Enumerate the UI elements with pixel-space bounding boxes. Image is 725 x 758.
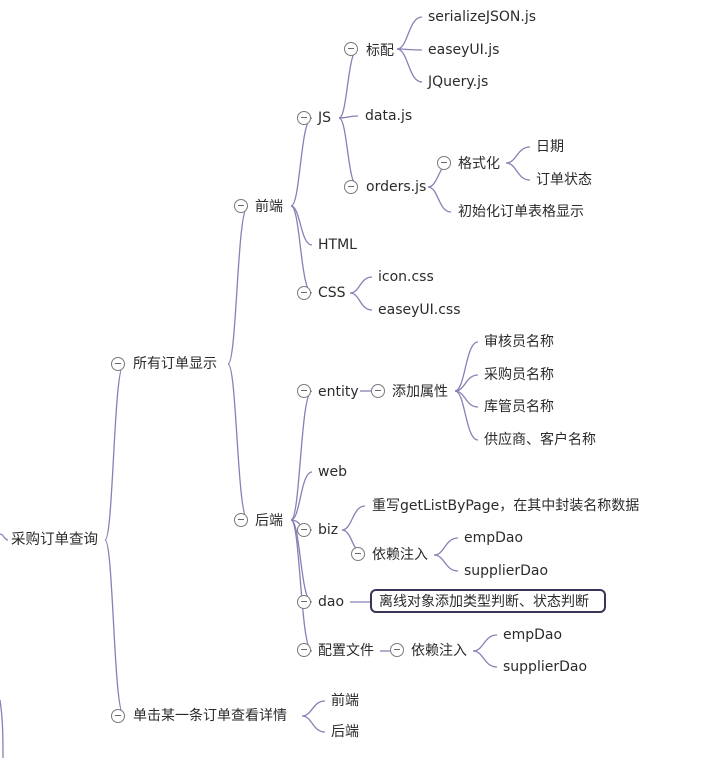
- node-supplier-customer[interactable]: 供应商、客户名称: [484, 432, 596, 448]
- node-all-orders[interactable]: 所有订单显示: [133, 356, 217, 372]
- edge-js-2: [338, 117, 359, 188]
- collapse-toggle-entity[interactable]: [297, 384, 311, 398]
- node-easyui-js[interactable]: easeyUI.js: [428, 42, 500, 58]
- node-data-js[interactable]: data.js: [365, 108, 413, 124]
- node-js[interactable]: JS: [318, 110, 332, 126]
- edge-orders-js-1: [427, 186, 452, 213]
- edge-all-orders-0: [227, 205, 249, 365]
- node-format[interactable]: 格式化: [458, 156, 500, 172]
- edge-biz-di-0: [433, 537, 459, 556]
- edge-standard-2: [396, 48, 423, 83]
- node-dao[interactable]: dao: [318, 594, 345, 610]
- edge-format-0: [505, 146, 531, 164]
- edge-front-0: [290, 117, 313, 207]
- edge-all-orders-1: [227, 363, 249, 521]
- node-order-status[interactable]: 订单状态: [536, 172, 592, 188]
- collapse-toggle-back[interactable]: [234, 513, 248, 527]
- node-init-table[interactable]: 初始化订单表格显示: [458, 204, 584, 220]
- edge-add-attr-0: [454, 341, 479, 392]
- node-date[interactable]: 日期: [536, 139, 564, 155]
- node-orders-js[interactable]: orders.js: [366, 179, 427, 195]
- edge-config-di-1: [472, 650, 498, 668]
- node-config-di[interactable]: 依赖注入: [411, 643, 467, 659]
- node-dao-note[interactable]: 离线对象添加类型判断、状态判断: [379, 594, 589, 610]
- node-biz-di[interactable]: 依赖注入: [372, 547, 428, 563]
- node-html[interactable]: HTML: [318, 237, 357, 253]
- edge-left-tail: [0, 699, 4, 758]
- node-config-supplier[interactable]: supplierDao: [503, 659, 588, 675]
- node-config-emp[interactable]: empDao: [503, 627, 563, 643]
- edge-back-4: [290, 519, 313, 652]
- node-keeper[interactable]: 库管员名称: [484, 399, 554, 415]
- collapse-toggle-css[interactable]: [297, 286, 311, 300]
- node-biz-supplier[interactable]: supplierDao: [464, 563, 549, 579]
- edge-back-0: [290, 390, 313, 521]
- collapse-toggle-config-di[interactable]: [390, 643, 404, 657]
- edge-front-1: [290, 205, 313, 246]
- node-config[interactable]: 配置文件: [318, 643, 374, 659]
- node-single-detail[interactable]: 单击某一条订单查看详情: [133, 708, 287, 724]
- edge-add-attr-3: [454, 390, 479, 441]
- node-root[interactable]: 采购订单查询: [11, 532, 98, 548]
- collapse-toggle-biz[interactable]: [297, 523, 311, 537]
- collapse-toggle-orders-js[interactable]: [344, 180, 358, 194]
- highlight-box: [370, 589, 606, 613]
- collapse-toggle-js[interactable]: [297, 111, 311, 125]
- edge-root-0: [104, 363, 125, 541]
- collapse-toggle-dao[interactable]: [297, 595, 311, 609]
- edge-biz-0: [341, 505, 366, 531]
- edge-js-0: [338, 48, 359, 119]
- node-rewrite[interactable]: 重写getListByPage，在其中封装名称数据: [372, 498, 640, 514]
- node-standard[interactable]: 标配: [366, 43, 394, 59]
- edge-single-detail-0: [301, 700, 326, 717]
- collapse-toggle-single-detail[interactable]: [111, 709, 125, 723]
- node-detail-front[interactable]: 前端: [331, 693, 359, 709]
- node-entity[interactable]: entity: [318, 384, 359, 400]
- node-buyer[interactable]: 采购员名称: [484, 367, 554, 383]
- collapse-toggle-biz-di[interactable]: [351, 547, 365, 561]
- collapse-toggle-config[interactable]: [297, 643, 311, 657]
- node-front[interactable]: 前端: [255, 199, 283, 215]
- edge-js-1: [338, 115, 359, 119]
- node-web[interactable]: web: [318, 464, 347, 480]
- node-biz[interactable]: biz: [318, 522, 339, 538]
- edge-front-2: [290, 205, 313, 294]
- edge-standard-0: [396, 16, 423, 50]
- collapse-toggle-front[interactable]: [234, 199, 248, 213]
- node-biz-emp[interactable]: empDao: [464, 530, 524, 546]
- node-css[interactable]: CSS: [318, 285, 346, 301]
- edge-biz-di-1: [433, 554, 459, 572]
- node-add-attr[interactable]: 添加属性: [392, 384, 448, 400]
- node-auditor[interactable]: 审核员名称: [484, 334, 554, 350]
- node-easyui-css[interactable]: easeyUI.css: [378, 302, 461, 318]
- edge-css-0: [349, 276, 373, 294]
- node-back[interactable]: 后端: [255, 513, 283, 529]
- node-jquery-js[interactable]: JQuery.js: [428, 74, 489, 90]
- edge-root-left: [0, 533, 9, 541]
- node-detail-back[interactable]: 后端: [331, 724, 359, 740]
- collapse-toggle-add-attr[interactable]: [371, 384, 385, 398]
- node-serialize-json[interactable]: serializeJSON.js: [428, 9, 537, 25]
- edge-root-1: [104, 539, 125, 717]
- edge-add-attr-1: [454, 374, 479, 392]
- node-icon-css[interactable]: icon.css: [378, 269, 434, 285]
- edge-css-1: [349, 292, 373, 311]
- edge-back-1: [290, 471, 313, 521]
- collapse-toggle-format[interactable]: [437, 156, 451, 170]
- collapse-toggle-standard[interactable]: [344, 42, 358, 56]
- edge-config-di-0: [472, 634, 498, 652]
- collapse-toggle-all-orders[interactable]: [111, 357, 125, 371]
- edge-format-1: [505, 162, 531, 181]
- edge-single-detail-1: [301, 715, 326, 733]
